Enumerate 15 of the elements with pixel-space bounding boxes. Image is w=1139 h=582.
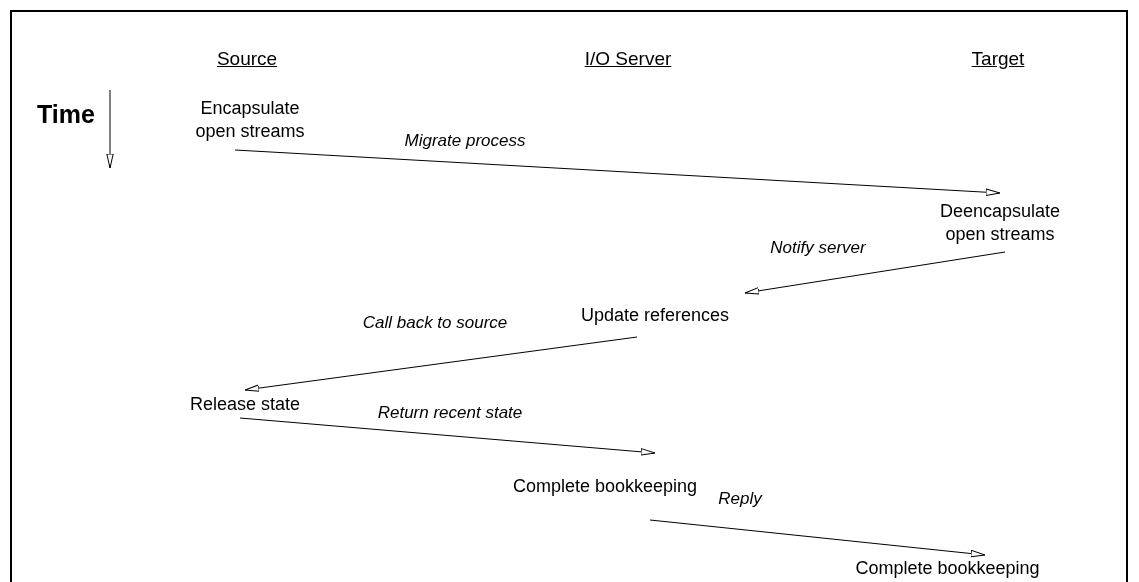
arrow xyxy=(744,251,1006,295)
column-header: I/O Server xyxy=(584,47,672,71)
step-text: Update references xyxy=(580,303,730,327)
column-header: Source xyxy=(216,47,278,71)
step-text: Complete bookkeeping xyxy=(855,557,1040,580)
arrow xyxy=(239,417,656,456)
arrow xyxy=(244,336,638,392)
step-text: Encapsulate open streams xyxy=(194,97,306,143)
step-text: Deencapsulate open streams xyxy=(938,199,1062,246)
time-label: Time xyxy=(37,99,95,130)
step-text: Complete bookkeeping xyxy=(512,475,698,498)
step-text: Release state xyxy=(189,392,301,416)
arrow xyxy=(649,519,986,558)
column-header: Target xyxy=(971,47,1025,71)
arrow xyxy=(234,149,1001,196)
